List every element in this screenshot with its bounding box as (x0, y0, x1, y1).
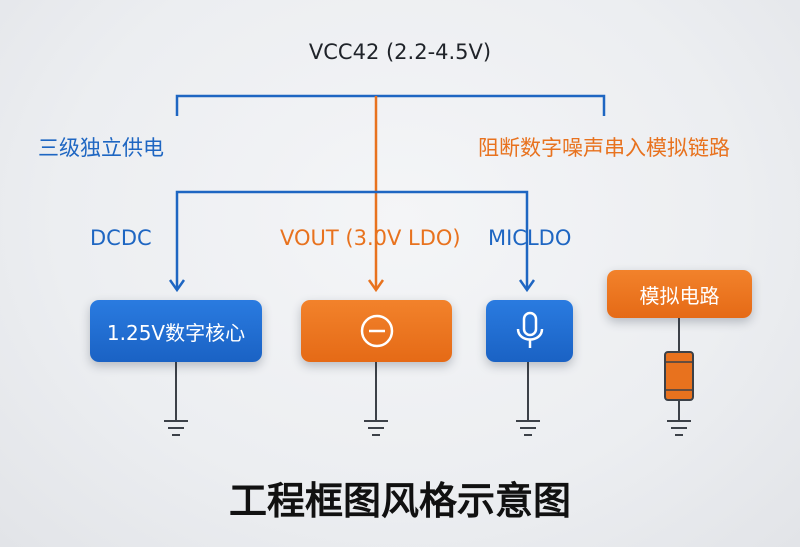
block-analog-label: 模拟电路 (639, 283, 720, 308)
block-vout (301, 300, 452, 362)
block-mic (486, 300, 573, 362)
ground-symbol-mic (516, 362, 540, 436)
diagram-caption: 工程框图风格示意图 (228, 479, 571, 523)
note-noise-isolation: 阻断数字噪声串入模拟链路 (478, 136, 730, 160)
vout-arrow-icon (367, 279, 385, 293)
rail-bracket-line (175, 190, 529, 288)
ground-symbol-analog (667, 400, 691, 436)
micldo-arrow-icon (518, 279, 536, 293)
note-independent-supply: 三级独立供电 (38, 136, 164, 160)
rail-label-dcdc: DCDC (90, 226, 152, 250)
rail-label-vout: VOUT (3.0V LDO) (280, 226, 461, 250)
supply-label: VCC42 (2.2-4.5V) (308, 40, 492, 64)
block-digital-core-label: 1.25V数字核心 (106, 320, 246, 345)
ground-symbol-digital (164, 362, 188, 436)
rail-label-micldo: MICLDO (488, 226, 572, 250)
block-analog: 模拟电路 (607, 270, 752, 318)
ground-symbol-vout (364, 362, 388, 436)
minus-circle-icon (360, 314, 393, 348)
microphone-icon (516, 311, 543, 348)
block-digital-core: 1.25V数字核心 (90, 300, 262, 362)
dcdc-arrow-icon (168, 279, 186, 293)
top-bracket-line (175, 94, 606, 116)
resistor-icon (664, 351, 694, 401)
